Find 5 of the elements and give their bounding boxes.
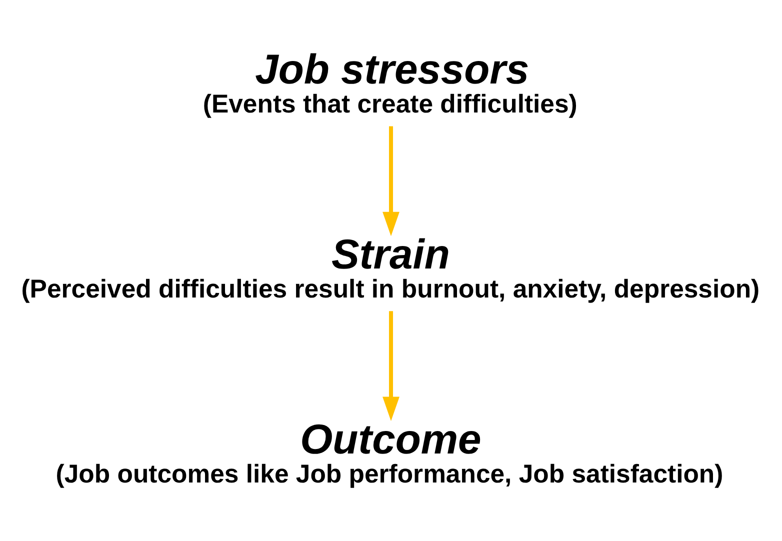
arrow — [382, 311, 400, 421]
node-text: Job stressors (Events that create difficulties) — [202, 46, 578, 119]
node-text: Outcome (Job outcomes like Job performance, Job satisfaction) — [56, 415, 724, 488]
node-text: Strain (Perceived difficulties result in burnout, anxiety, depression) — [21, 230, 760, 304]
arrow — [382, 126, 400, 236]
